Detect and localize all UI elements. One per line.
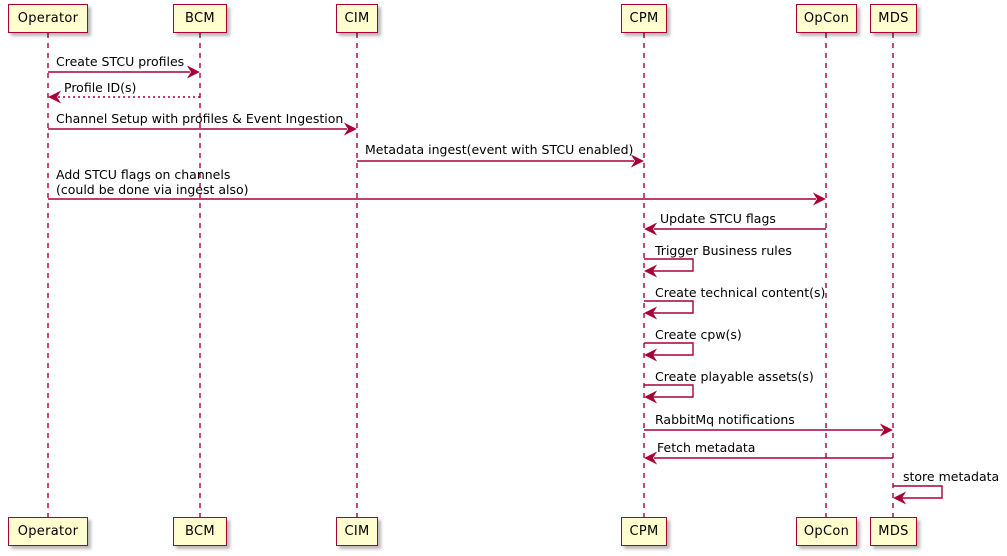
- participant-cim-top[interactable]: CIM: [336, 4, 378, 33]
- message-label-m6: Update STCU flags: [660, 211, 776, 226]
- message-label-m9: Create cpw(s): [655, 327, 742, 342]
- message-m5: [48, 192, 826, 206]
- participant-cpm-bottom[interactable]: CPM: [621, 517, 667, 546]
- participant-opcon-bottom[interactable]: OpCon: [796, 517, 857, 546]
- message-m13: [893, 485, 943, 505]
- participant-cpm-top[interactable]: CPM: [621, 4, 667, 33]
- participant-label: MDS: [878, 524, 909, 539]
- message-m4: [357, 154, 644, 168]
- message-label-m5: Add STCU flags on channels(could be done…: [56, 167, 249, 197]
- message-m3: [48, 122, 357, 136]
- participant-bcm-top[interactable]: BCM: [173, 4, 227, 33]
- message-label-m3: Channel Setup with profiles & Event Inge…: [56, 111, 344, 126]
- participant-operator-top[interactable]: Operator: [8, 4, 88, 33]
- message-m11: [644, 423, 893, 437]
- message-m7: [644, 258, 694, 278]
- participant-label: BCM: [185, 524, 215, 539]
- participant-label: MDS: [878, 11, 909, 26]
- participant-label: CPM: [629, 524, 659, 539]
- message-m10: [644, 384, 694, 404]
- participant-label: CPM: [629, 11, 659, 26]
- message-m2: [48, 90, 200, 104]
- message-label-m12: Fetch metadata: [657, 440, 756, 455]
- message-m6: [644, 222, 826, 236]
- participant-mds-bottom[interactable]: MDS: [870, 517, 917, 546]
- message-label-line: Add STCU flags on channels: [56, 167, 231, 182]
- message-m8: [644, 300, 694, 320]
- message-label-m11: RabbitMq notifications: [655, 412, 795, 427]
- participant-label: BCM: [185, 11, 215, 26]
- participant-opcon-top[interactable]: OpCon: [796, 4, 857, 33]
- message-label-m7: Trigger Business rules: [655, 243, 792, 258]
- participant-cim-bottom[interactable]: CIM: [336, 517, 378, 546]
- participant-label: Operator: [17, 524, 79, 539]
- message-label-line: (could be done via ingest also): [56, 182, 249, 197]
- message-label-m13: store metadata: [903, 469, 1000, 484]
- message-label-m4: Metadata ingest(event with STCU enabled): [365, 142, 634, 157]
- message-m9: [644, 342, 694, 362]
- participant-bcm-bottom[interactable]: BCM: [173, 517, 227, 546]
- message-label-m1: Create STCU profiles: [56, 54, 185, 69]
- participant-label: CIM: [344, 11, 370, 26]
- participant-label: CIM: [344, 524, 370, 539]
- message-m1: [48, 65, 200, 79]
- participant-label: Operator: [17, 11, 79, 26]
- message-m12: [644, 451, 893, 465]
- message-label-m8: Create technical content(s): [655, 285, 826, 300]
- participant-label: OpCon: [803, 524, 850, 539]
- participant-label: OpCon: [803, 11, 850, 26]
- message-label-m10: Create playable assets(s): [655, 369, 814, 384]
- participant-mds-top[interactable]: MDS: [870, 4, 917, 33]
- participant-operator-bottom[interactable]: Operator: [8, 517, 88, 546]
- message-label-m2: Profile ID(s): [64, 80, 137, 95]
